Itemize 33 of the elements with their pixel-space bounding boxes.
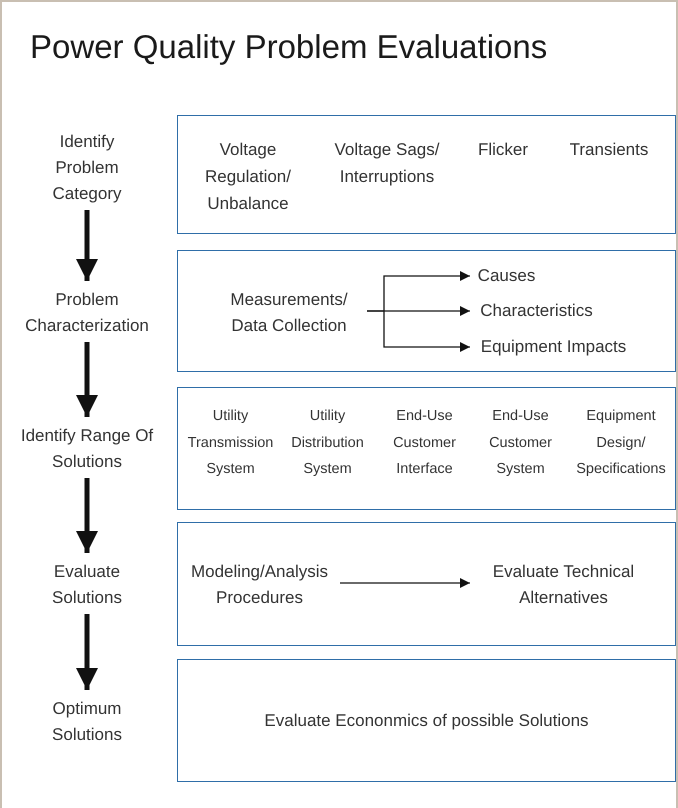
category-text: End-Use Customer Interface bbox=[392, 407, 457, 479]
panel-box bbox=[177, 522, 676, 646]
arrow bbox=[76, 478, 98, 553]
category-text: End-Use Customer System bbox=[488, 407, 553, 479]
panel-box bbox=[177, 115, 676, 234]
category-text: Voltage Regulation/ Unbalance bbox=[204, 139, 292, 215]
arrow bbox=[340, 578, 470, 588]
process-label: Causes bbox=[474, 262, 540, 288]
process-label: Measurements/ Data Collection bbox=[212, 286, 366, 338]
panel-box bbox=[177, 250, 676, 372]
panel-box bbox=[177, 659, 676, 782]
process-label: Evaluate Technical Alternatives bbox=[474, 558, 654, 610]
process-label: Modeling/Analysis Procedures bbox=[180, 558, 340, 610]
process-label: Characteristics bbox=[474, 298, 600, 324]
diagram-title: Power Quality Problem Evaluations bbox=[30, 28, 548, 66]
step-label: Optimum Solutions bbox=[32, 696, 142, 748]
arrow bbox=[76, 614, 98, 690]
step-label: Identify Range Of Solutions bbox=[2, 423, 172, 475]
arrow bbox=[367, 310, 470, 352]
arrow bbox=[76, 210, 98, 281]
category-text: Voltage Sags/ Interruptions bbox=[334, 139, 440, 188]
category-text: Utility Distribution System bbox=[290, 407, 365, 479]
process-label: Equipment Impacts bbox=[474, 334, 634, 360]
step-label: Identify Problem Category bbox=[32, 129, 142, 207]
category-text: Flicker bbox=[476, 139, 530, 161]
category-text: Transients bbox=[568, 139, 650, 161]
category-text: Evaluate Econonmics of possible Solutions bbox=[263, 710, 590, 732]
panel-box bbox=[177, 387, 676, 510]
arrow bbox=[76, 342, 98, 417]
category-text: Utility Transmission System bbox=[186, 407, 274, 479]
step-label: Evaluate Solutions bbox=[32, 559, 142, 611]
category-text: Equipment Design/ Specifications bbox=[575, 407, 667, 479]
step-label: Problem Characterization bbox=[2, 287, 172, 339]
